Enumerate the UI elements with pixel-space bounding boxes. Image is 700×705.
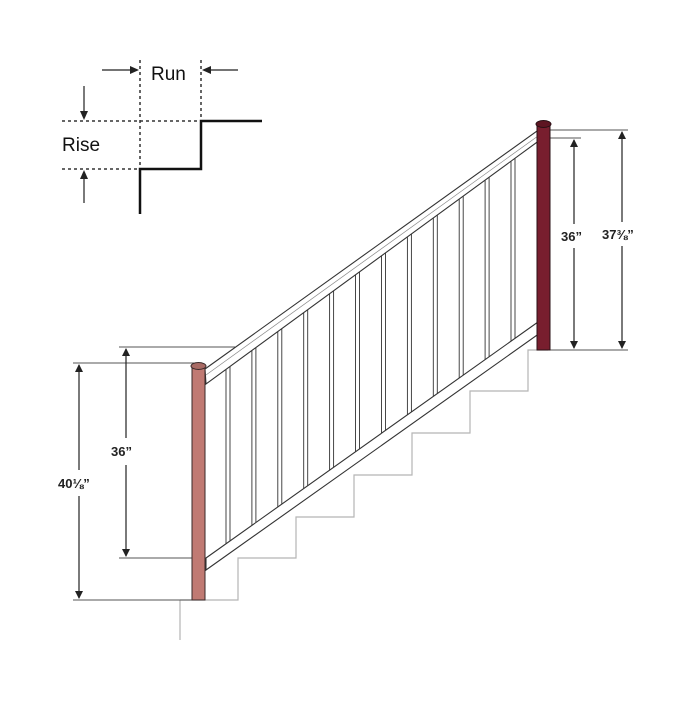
right-post-cap	[535, 120, 552, 128]
left-post-dim-arrow-top	[75, 364, 83, 372]
left-post	[190, 362, 207, 601]
right-post	[535, 120, 552, 351]
rise-arrowhead-top	[80, 111, 88, 120]
right-rail-height-label: 36”	[561, 229, 582, 244]
left-post-dim-arrow-bottom	[75, 591, 83, 599]
top-rail	[204, 130, 541, 386]
left-post-body	[191, 365, 206, 601]
baluster	[225, 365, 231, 545]
baluster	[303, 308, 309, 490]
right-rail-dim-arrow-bottom	[570, 341, 578, 349]
left-rail-dim-arrow-bottom	[122, 549, 130, 557]
rise-label: Rise	[62, 135, 100, 156]
run-label: Run	[151, 64, 186, 85]
right-dimensions: 36” 37⅜”	[540, 129, 634, 351]
baluster	[355, 270, 360, 453]
stair-treads	[180, 349, 548, 601]
right-post-dim-arrow-top	[618, 131, 626, 139]
baluster	[277, 327, 283, 509]
baluster	[510, 157, 516, 343]
left-rail-height-label: 36”	[111, 444, 132, 459]
right-post-body	[536, 123, 551, 351]
baluster-group	[225, 157, 516, 545]
right-post-dim-arrow-bottom	[618, 341, 626, 349]
right-post-height-label: 37⅜”	[602, 227, 634, 242]
railing	[204, 130, 541, 572]
rise-arrowhead-bottom	[80, 170, 88, 179]
rise-run-legend: Run Rise	[62, 60, 262, 214]
baluster	[484, 176, 490, 361]
left-post-cap	[190, 362, 207, 370]
left-post-height-label: 40⅛”	[58, 476, 90, 491]
baluster	[432, 214, 438, 398]
left-dimensions: 36” 40⅛”	[58, 346, 235, 601]
baluster	[458, 195, 464, 380]
right-rail-dim-arrow-top	[570, 139, 578, 147]
baluster	[329, 289, 335, 472]
baluster	[381, 251, 386, 435]
run-arrowhead-right	[202, 66, 211, 74]
run-arrowhead-left	[130, 66, 139, 74]
left-rail-dim-arrow-top	[122, 348, 130, 356]
top-rail-edge	[205, 135, 539, 376]
baluster	[406, 232, 412, 416]
baluster	[251, 346, 257, 527]
step-profile	[138, 119, 262, 214]
